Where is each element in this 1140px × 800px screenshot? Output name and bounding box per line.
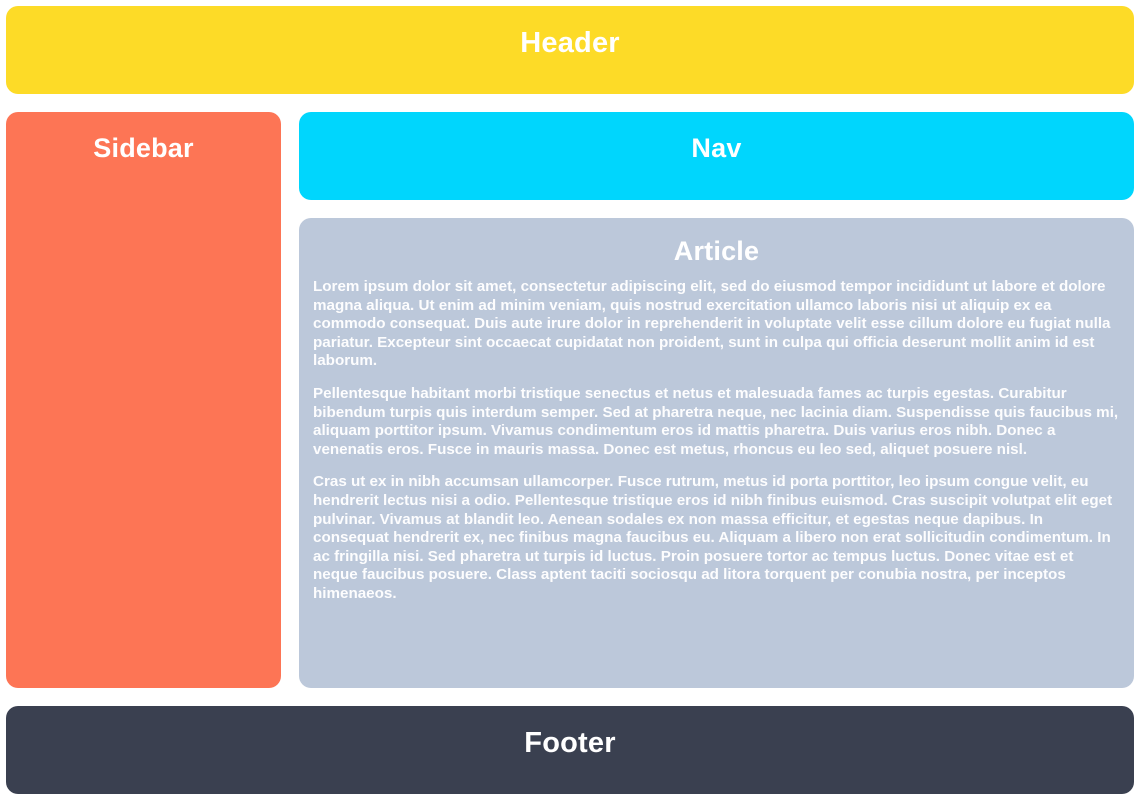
article-paragraph: Cras ut ex in nibh accumsan ullamcorper.… — [313, 473, 1113, 602]
article-paragraph: Pellentesque habitant morbi tristique se… — [313, 384, 1119, 458]
content-column: Nav Article Lorem ipsum dolor sit amet, … — [299, 112, 1134, 688]
nav-region: Nav — [299, 112, 1134, 200]
article-paragraph: Lorem ipsum dolor sit amet, consectetur … — [313, 278, 1111, 370]
header-region: Header — [6, 6, 1134, 94]
header-title: Header — [520, 27, 620, 59]
article-title: Article — [673, 236, 760, 266]
nav-title: Nav — [691, 133, 742, 163]
footer-region: Footer — [6, 706, 1134, 794]
footer-title: Footer — [524, 727, 616, 759]
article-region: Article Lorem ipsum dolor sit amet, cons… — [299, 218, 1134, 688]
middle-row: Sidebar Nav Article Lorem ipsum dolor si… — [6, 112, 1134, 688]
sidebar-title: Sidebar — [93, 133, 194, 163]
sidebar-region: Sidebar — [6, 112, 281, 688]
